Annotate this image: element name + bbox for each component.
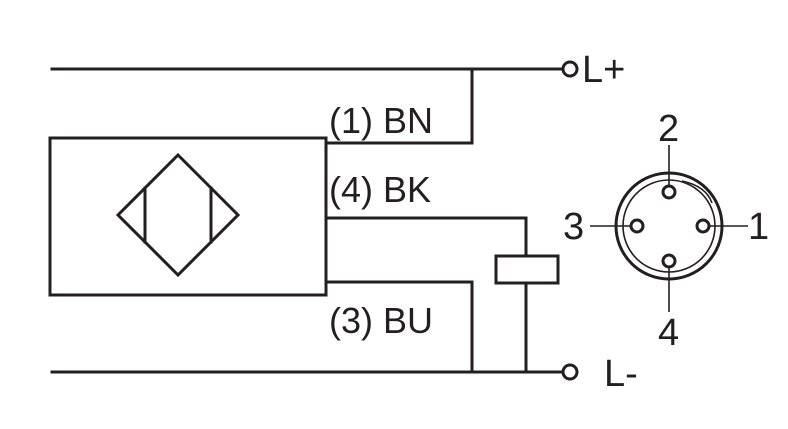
terminal-negative-circle [561, 363, 579, 381]
load-resistor [494, 254, 560, 285]
pin-label-bottom: 4 [658, 312, 679, 354]
pin-label-top: 2 [658, 108, 679, 150]
sensor-symbol-icon [115, 152, 241, 278]
pin-3 [629, 218, 645, 234]
pin-label-left: 3 [563, 206, 584, 248]
pin-4 [661, 253, 677, 269]
wire-label-brown: (1) BN [329, 100, 433, 141]
wire-blue [324, 280, 474, 374]
connector-coding-key [681, 180, 713, 204]
sensor-body [48, 136, 328, 297]
wire-label-black: (4) BK [329, 169, 431, 210]
wire-black [324, 216, 528, 258]
terminal-positive-circle [561, 60, 579, 78]
terminal-label-positive: L+ [582, 49, 625, 91]
connector-pinout: 2 3 1 4 [563, 108, 769, 354]
terminal-label-negative: L- [604, 353, 638, 395]
pin-2 [661, 184, 677, 200]
pin-1 [695, 218, 711, 234]
pin-label-right: 1 [748, 206, 769, 248]
connector-inner-ring [622, 179, 716, 273]
wire-brown [324, 67, 474, 145]
wire-label-blue: (3) BU [329, 300, 433, 341]
